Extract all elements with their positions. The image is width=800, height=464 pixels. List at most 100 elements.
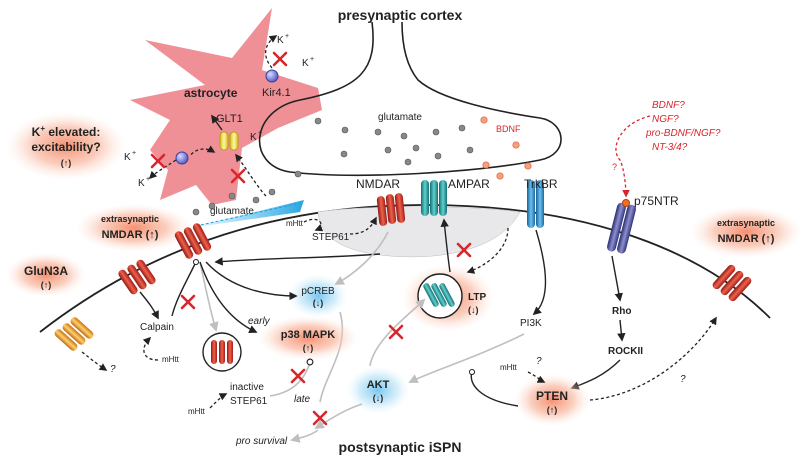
glt1-transporter — [219, 131, 229, 151]
extra-nmdar-right-1: extrasynaptic — [717, 218, 775, 228]
svg-text:pro-BDNF/NGF?: pro-BDNF/NGF? — [645, 128, 721, 139]
pten-question: ? — [536, 356, 542, 367]
kir-channel-2 — [175, 151, 189, 165]
akt-to-survival — [314, 403, 363, 430]
akt-arrow: (↓) — [373, 393, 384, 403]
mhtt-pten-label: mHtt — [500, 363, 518, 372]
glutamate-cleft-label: glutamate — [210, 206, 254, 217]
glt1-label: GLT1 — [216, 113, 243, 125]
inactive-label: inactive — [230, 382, 264, 393]
excitability-label: excitability? — [31, 140, 100, 154]
nmdar-to-p38 — [199, 261, 258, 333]
extra-nmdar-left-2: NMDAR (↑) — [102, 229, 159, 241]
step61-to-nmdar — [349, 216, 377, 235]
neurotrophin-candidates: BDNF? NGF? pro-BDNF/NGF? NT-3/4? — [645, 100, 721, 153]
svg-text:K: K — [124, 152, 131, 163]
mhtt-top-label: mHtt — [286, 219, 304, 228]
ltp-ampar — [423, 283, 455, 307]
pi3k-to-akt — [408, 333, 525, 383]
ampar-receptor — [421, 180, 447, 216]
svg-text:NT-3/4?: NT-3/4? — [652, 142, 688, 153]
glun3a-arrow: (↑) — [41, 280, 52, 290]
glutamate-vesicles — [192, 117, 474, 216]
rockii-label: ROCKII — [608, 346, 643, 357]
svg-text:+: + — [310, 56, 314, 63]
glutamate-to-glt1-arrow — [235, 153, 267, 197]
nmdar-lateral-arrow — [214, 253, 381, 266]
nmdar-extrasynaptic-left — [174, 223, 212, 259]
ltp-arrow: (↓) — [468, 305, 479, 315]
pten-label: PTEN — [536, 389, 568, 403]
pten-glow — [514, 374, 590, 426]
ampar-label: AMPAR — [448, 177, 490, 191]
step61-label: STEP61 — [312, 232, 350, 243]
kir41-label: Kir4.1 — [262, 87, 291, 99]
trkbr-label: TrkBR — [524, 177, 558, 191]
svg-text:NGF?: NGF? — [652, 114, 679, 125]
pten-arrow: (↑) — [547, 405, 558, 415]
astrocyte-body — [130, 8, 322, 205]
extra-nmdar-right-glow — [690, 206, 800, 258]
nmdar-internalization — [199, 261, 219, 332]
svg-text:K: K — [250, 132, 257, 143]
neurotrophin-arrow — [615, 115, 651, 198]
title-presynaptic: presynaptic cortex — [338, 7, 463, 23]
kir2-k-label-2: K+ — [138, 176, 150, 189]
glun3a-label: GluN3A — [24, 264, 68, 278]
nmdar-synaptic — [376, 193, 406, 226]
ltp-label: LTP — [468, 292, 486, 303]
glt1-uptake-arrow — [211, 114, 223, 131]
pcreb-arrow: (↓) — [313, 298, 324, 308]
excitability-arrow: (↑) — [61, 158, 72, 168]
akt-glow — [346, 366, 410, 414]
rho-to-rockii — [617, 319, 626, 342]
nmdar-extrasynaptic-right — [712, 264, 752, 302]
bdnf-vesicles — [480, 116, 532, 180]
pten-extranmdar-question: ? — [680, 374, 686, 385]
glun3a-glow — [6, 253, 86, 297]
mhtt-inactive-label: mHtt — [188, 407, 206, 416]
svg-text:BDNF?: BDNF? — [652, 100, 685, 111]
trkbr-to-pi3k — [532, 229, 547, 316]
astrocyte-label: astrocyte — [184, 86, 238, 100]
inactive-step61-label: STEP61 — [230, 396, 268, 407]
mhtt-calpain-label: mHtt — [162, 355, 180, 364]
presynaptic-terminal — [258, 21, 562, 176]
kir-k-label-2: K+ — [302, 56, 314, 69]
p75ntr-label: p75NTR — [634, 194, 679, 208]
neurotrophin-question: ? — [612, 162, 617, 172]
kir-k-label-1: K+ — [277, 33, 289, 46]
title-postsynaptic: postsynaptic iSPN — [339, 439, 462, 455]
extranmdar-to-pcreb — [205, 261, 298, 301]
svg-text:K: K — [277, 35, 284, 46]
pi3k-label: PI3K — [520, 318, 542, 329]
nmdar-label: NMDAR — [356, 177, 400, 191]
p38-arrow: (↑) — [303, 343, 314, 353]
kir-efflux-arrow — [265, 35, 278, 69]
svg-text:+: + — [285, 33, 289, 40]
trkbr-receptor — [527, 180, 544, 228]
pten-inhibits-pi3k — [468, 368, 519, 407]
p38-label: p38 MAPK — [281, 329, 335, 341]
nmdar-to-pcreb — [334, 231, 389, 285]
bdnf-label: BDNF — [496, 124, 521, 134]
early-label: early — [248, 316, 271, 327]
extra-nmdar-left-glow — [76, 204, 192, 252]
svg-text:+: + — [132, 150, 136, 157]
k-elevated-glow — [6, 112, 126, 180]
pten-to-extranmdar — [589, 316, 717, 401]
glutamate-spillover — [190, 200, 304, 228]
kir41-channel — [265, 69, 279, 83]
svg-text:K: K — [302, 58, 309, 69]
k-elevated-label: K+ elevated: — [32, 124, 101, 139]
ltp-to-ampar — [440, 218, 451, 273]
svg-text:+: + — [146, 176, 150, 183]
p75-ligand-dot — [622, 199, 630, 207]
internalized-nmdar — [211, 340, 233, 364]
glun3a-arrow-out — [81, 351, 108, 371]
p75ntr-receptor — [607, 202, 636, 254]
glutamate-pre-label: glutamate — [378, 112, 422, 123]
pro-survival-label: pro survival — [235, 436, 288, 447]
nmdar-membrane-left — [118, 259, 156, 295]
